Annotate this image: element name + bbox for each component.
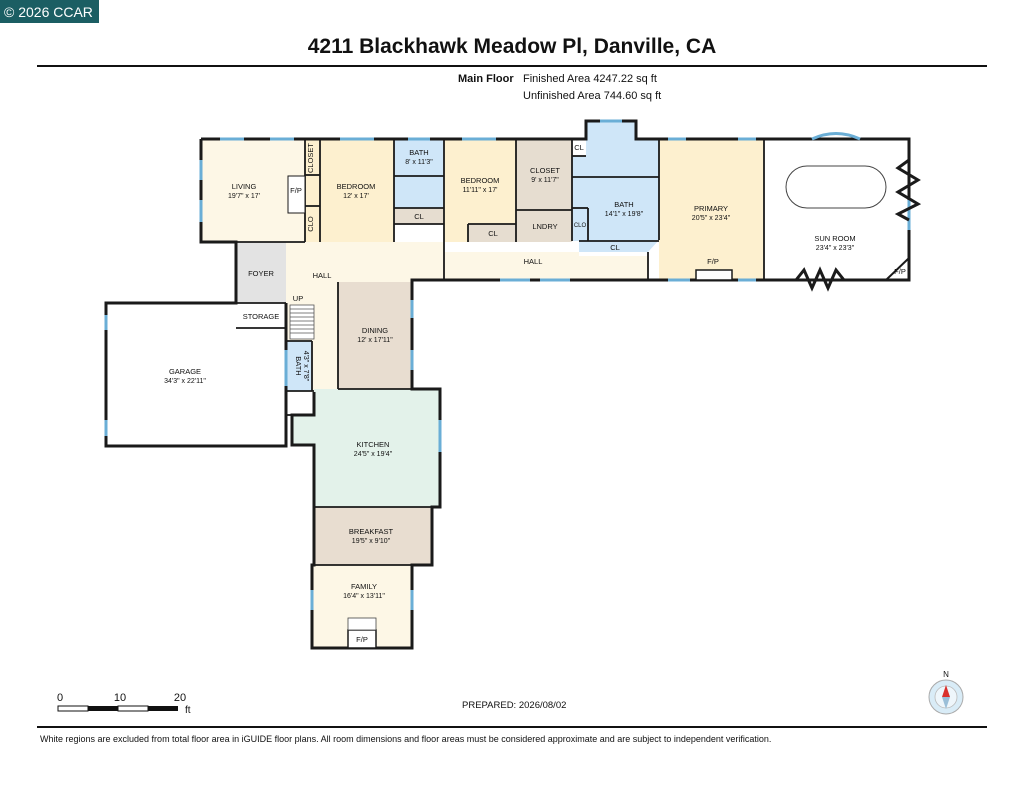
bath2-cl-label: CL: [610, 243, 620, 252]
bedroom1-name: BEDROOM: [337, 182, 376, 191]
staircase: [289, 304, 315, 340]
bath1-dim: 8' x 11'3": [405, 159, 433, 166]
bath1-cl-label: CL: [414, 212, 424, 221]
walk-in-closet: [516, 139, 572, 210]
garage-dim: 34'3" x 22'11": [164, 378, 206, 385]
closet-dim: 9' x 11'7": [531, 177, 559, 184]
page-title: 4211 Blackhawk Meadow Pl, Danville, CA: [307, 35, 717, 58]
closet-cl-label: CL: [574, 143, 584, 152]
finished-area: Finished Area 4247.22 sq ft: [523, 73, 657, 85]
bath-1: [394, 139, 444, 208]
clo-small-label: CLO: [574, 223, 587, 229]
dining-name: DINING: [362, 326, 388, 335]
laundry-room: [516, 210, 572, 242]
living-name: LIVING: [232, 182, 257, 191]
bath1-name: BATH: [409, 148, 428, 157]
scale-mark-20: 20: [174, 692, 186, 704]
north-compass-icon: N: [928, 670, 964, 715]
bath-3: [286, 341, 312, 391]
sunroom-fp-label: F/P: [894, 267, 906, 276]
breakfast-name: BREAKFAST: [349, 527, 394, 536]
scale-mark-10: 10: [114, 692, 126, 704]
family-fp-label: F/P: [356, 635, 368, 644]
prepared-date: PREPARED: 2026/08/02: [462, 700, 567, 711]
family-dim: 16'4" x 13'11": [343, 593, 385, 600]
family-hearth: [347, 617, 377, 631]
primary-bedroom: [659, 139, 764, 280]
bottom-divider: [37, 726, 987, 728]
bedroom2-dim: 11'11" x 17': [463, 187, 498, 194]
copyright-badge: © 2026 CCAR: [0, 0, 99, 23]
garage-name: GARAGE: [169, 367, 201, 376]
windows: [104, 119, 911, 610]
family-name: FAMILY: [351, 582, 377, 591]
primary-dim: 20'5" x 23'4": [692, 215, 731, 222]
interior-walls: [201, 139, 765, 566]
bay-window: [811, 132, 861, 141]
bath3-dim: 4'3" x 7'8": [302, 351, 309, 382]
kitchen: [292, 389, 440, 507]
dining-room: [338, 282, 412, 389]
top-divider: [37, 65, 987, 67]
bedroom1-dim: 12' x 17': [343, 193, 369, 200]
scale-mark-0: 0: [57, 692, 63, 704]
sunroom-dim: 23'4" x 23'3": [816, 245, 855, 252]
storage-label: STORAGE: [243, 312, 280, 321]
primary-fp-label: F/P: [707, 257, 719, 266]
sunroom-south-zigzag: [794, 266, 846, 292]
kitchen-name: KITCHEN: [357, 440, 390, 449]
svg-text:N: N: [943, 670, 949, 679]
floor-label: Main Floor: [458, 73, 514, 85]
sunroom-east-zigzag: [894, 158, 922, 222]
primary-fireplace: [695, 269, 733, 281]
hot-tub: [785, 165, 887, 209]
bedroom2-name: BEDROOM: [461, 176, 500, 185]
kitchen-dim: 24'5" x 19'4": [354, 451, 393, 458]
closet-bedroom-2: [468, 224, 516, 242]
bath3-name: BATH: [294, 356, 303, 375]
hall-east-label: HALL: [524, 257, 543, 266]
breakfast-area: [314, 507, 432, 565]
sunroom-fireplace-wall: [885, 257, 910, 281]
bath2-name: BATH: [614, 200, 633, 209]
bath-2: [572, 121, 659, 252]
bedroom2-cl-label: CL: [488, 229, 498, 238]
closet-vertical-label: CLOSET: [306, 143, 315, 173]
closet-name: CLOSET: [530, 166, 560, 175]
sun-room: [764, 139, 909, 280]
disclaimer: White regions are excluded from total fl…: [40, 734, 772, 744]
living-fireplace: [287, 175, 306, 214]
scale-bar: 0 10 20 ft: [57, 692, 191, 716]
clo-label: CLO: [306, 216, 315, 232]
foyer-label: FOYER: [248, 269, 274, 278]
stairs-up-label: UP: [293, 294, 303, 303]
closet-bath-1: [394, 208, 444, 224]
foyer: [236, 242, 286, 303]
bath2-dim: 14'1" x 19'8": [605, 211, 644, 218]
living-dim: 19'7" x 17': [228, 193, 260, 200]
room-fills: [106, 121, 909, 648]
sunroom-name: SUN ROOM: [814, 234, 855, 243]
laundry-label: LNDRY: [532, 222, 557, 231]
dining-dim: 12' x 17'11": [357, 337, 393, 344]
hall-west-label: HALL: [313, 271, 332, 280]
breakfast-dim: 19'5" x 9'10": [352, 538, 391, 545]
unfinished-area: Unfinished Area 744.60 sq ft: [523, 90, 662, 102]
primary-name: PRIMARY: [694, 204, 728, 213]
scale-unit: ft: [185, 705, 191, 716]
living-fp-label: F/P: [290, 186, 302, 195]
